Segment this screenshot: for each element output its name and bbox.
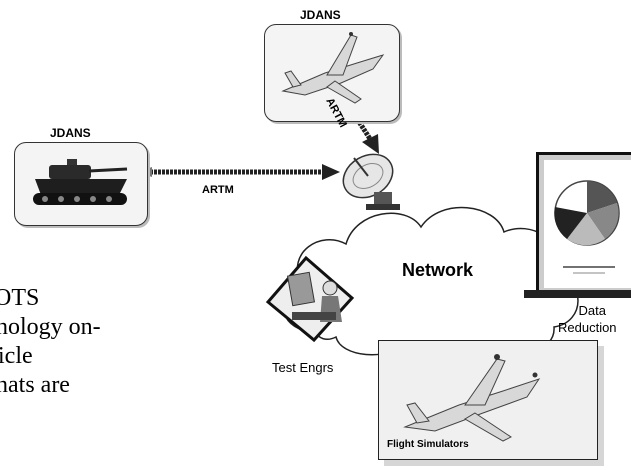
artm-horizontal-arrowhead xyxy=(322,164,340,180)
aircraft-icon xyxy=(281,32,385,104)
satellite-dish-icon xyxy=(342,153,400,210)
cutoff-text-line2: nology on- xyxy=(0,314,101,340)
cutoff-text-line4: nats are xyxy=(0,372,70,398)
data-reduction-line1: Data xyxy=(578,303,606,318)
jdans-top-label: JDANS xyxy=(300,8,341,22)
data-reduction-label: Data Reduction xyxy=(558,302,617,336)
test-engineer-icon xyxy=(265,255,355,343)
jdans-left-label: JDANS xyxy=(50,126,91,140)
data-reduction-monitor xyxy=(536,152,631,296)
cutoff-text-line3: icle xyxy=(0,343,33,369)
artm-horizontal-label: ARTM xyxy=(202,184,234,196)
tank-icon xyxy=(33,159,128,205)
flight-simulators-label: Flight Simulators xyxy=(387,439,469,450)
test-engrs-label: Test Engrs xyxy=(272,360,334,375)
cutoff-text-line1: OTS xyxy=(0,285,40,311)
flight-simulator-aircraft-icon xyxy=(403,354,541,442)
flight-simulators-panel: Flight Simulators xyxy=(378,340,598,460)
data-reduction-line2: Reduction xyxy=(558,320,617,335)
jdans-tank-panel xyxy=(14,142,148,226)
jdans-aircraft-panel xyxy=(264,24,400,122)
cutoff-body-text: OTS nology on- icle nats are xyxy=(0,284,250,400)
network-label: Network xyxy=(402,260,474,280)
artm-vertical-arrowhead xyxy=(362,134,379,154)
pie-chart-icon xyxy=(554,180,620,274)
data-reduction-monitor-base xyxy=(524,290,631,298)
